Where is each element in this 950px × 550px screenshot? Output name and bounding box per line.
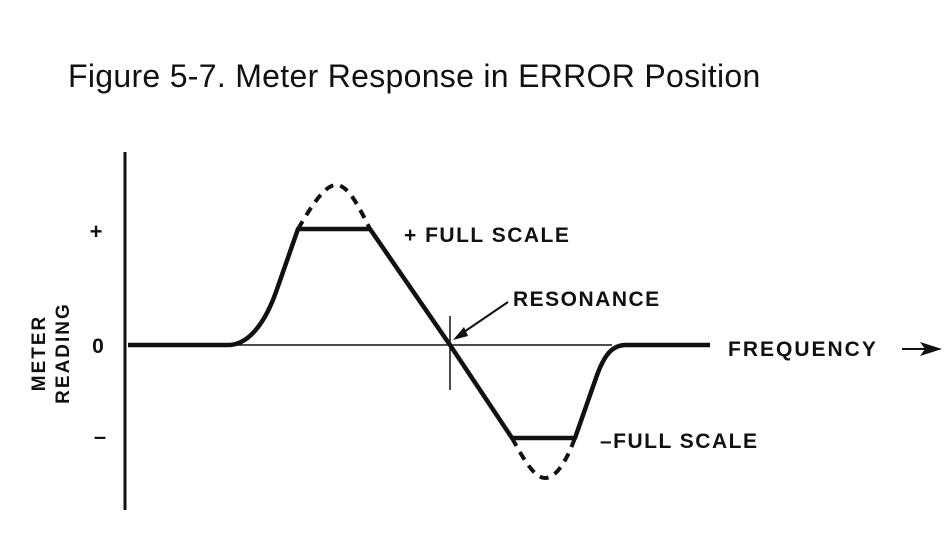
negative-overshoot-dashed [510, 437, 577, 481]
y-axis-label-line2: READING [53, 302, 74, 404]
arrow-right-icon [902, 342, 942, 356]
frequency-label: FREQUENCY [728, 338, 878, 361]
arrow-pointer-icon [453, 301, 509, 340]
y-tick-plus: + [90, 219, 103, 244]
positive-overshoot-dashed [296, 182, 372, 231]
resonance-label: RESONANCE [513, 288, 661, 311]
y-tick-zero: 0 [92, 335, 104, 358]
y-tick-minus: – [94, 424, 106, 449]
minus-full-scale-label: –FULL SCALE [600, 430, 758, 453]
figure-title: Figure 5-7. Meter Response in ERROR Posi… [68, 58, 761, 94]
plus-full-scale-label: + FULL SCALE [404, 224, 570, 247]
y-axis-label-line1: METER [29, 315, 50, 392]
response-curve [128, 226, 710, 441]
